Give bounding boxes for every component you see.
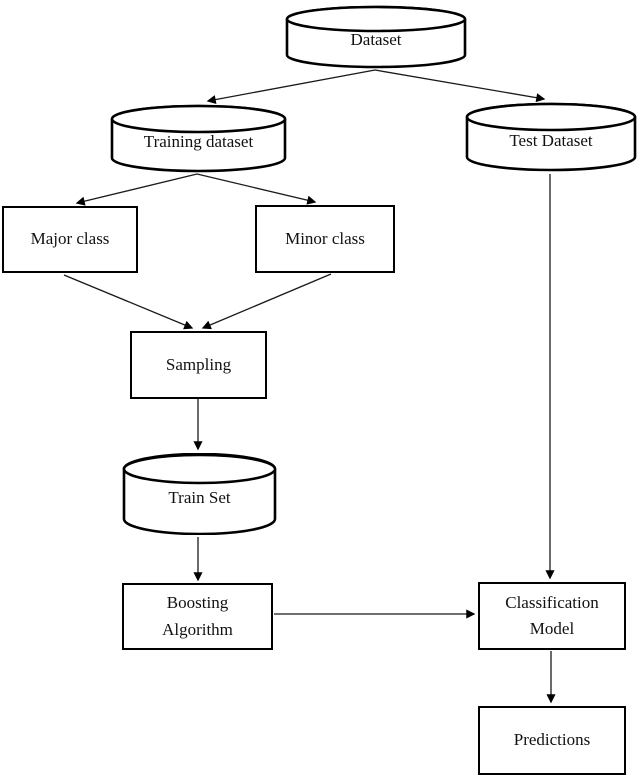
edge-minor-sampling	[201, 273, 332, 330]
node-sampling: Sampling	[130, 331, 267, 399]
node-minor-class: Minor class	[255, 205, 395, 273]
node-predictions-label: Predictions	[513, 730, 591, 750]
edge-dataset-training	[206, 69, 376, 105]
node-dataset-label: Dataset	[350, 30, 402, 50]
node-training-dataset: Training dataset	[110, 104, 287, 173]
node-classification-model-label: Classification Model	[505, 592, 599, 638]
node-sampling-label: Sampling	[165, 354, 232, 374]
node-train-set: Train Set	[122, 453, 277, 535]
node-test-dataset: Test Dataset	[465, 102, 637, 172]
node-dataset: Dataset	[285, 5, 467, 69]
node-train-set-label: Train Set	[168, 488, 231, 508]
node-boosting-algorithm-label: Boosting Algorithm	[162, 593, 233, 639]
edge-training-minor	[196, 173, 317, 205]
edge-dataset-test	[374, 69, 546, 103]
edge-major-sampling	[63, 274, 194, 330]
node-test-dataset-label: Test Dataset	[509, 130, 593, 150]
node-major-class-label: Major class	[30, 229, 110, 249]
node-boosting-algorithm: Boosting Algorithm	[122, 583, 273, 650]
edge-training-major	[75, 173, 198, 206]
node-predictions: Predictions	[478, 706, 626, 775]
node-minor-class-label: Minor class	[285, 228, 365, 248]
node-classification-model: Classification Model	[478, 582, 626, 650]
node-major-class: Major class	[2, 206, 138, 273]
node-training-dataset-label: Training dataset	[143, 131, 254, 151]
